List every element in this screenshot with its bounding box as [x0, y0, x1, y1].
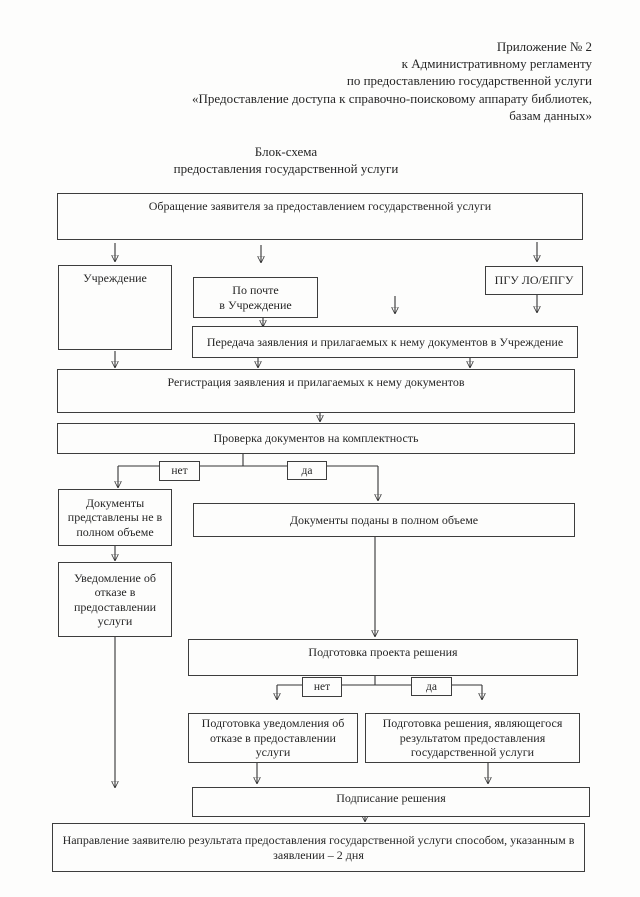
flow-node-refusal-notice: Уведомление об отказе в предоставлении у…: [58, 562, 172, 637]
flow-node-completeness-check: Проверка документов на комплектность: [57, 423, 575, 454]
diagram-title: Блок-схема предоставления государственно…: [30, 143, 542, 177]
diagram-title-line: предоставления государственной услуги: [173, 161, 399, 177]
flow-node-by-mail: По почте в Учреждение: [193, 277, 318, 318]
appendix-header-line: к Административному регламенту: [401, 56, 592, 72]
flow-node-transfer: Передача заявления и прилагаемых к нему …: [192, 326, 578, 358]
flow-node-institution: Учреждение: [58, 265, 172, 350]
appendix-header-line: «Предоставление доступа к справочно-поис…: [191, 90, 592, 106]
branch-label-no-1: нет: [159, 461, 200, 481]
flow-node-docs-complete: Документы поданы в полном объеме: [193, 503, 575, 537]
branch-label-yes-2: да: [411, 677, 452, 696]
branch-label-no-2: нет: [302, 677, 342, 697]
flow-node-send-result: Направление заявителю результата предост…: [52, 823, 585, 872]
appendix-header-line: Приложение № 2: [496, 39, 592, 54]
flow-node-registration: Регистрация заявления и прилагаемых к не…: [57, 369, 575, 413]
branch-label-yes-1: да: [287, 461, 327, 480]
appendix-header-line: базам данных»: [509, 107, 592, 123]
diagram-title-line: Блок-схема: [254, 144, 318, 159]
flow-node-docs-incomplete: Документы представлены не в полном объем…: [58, 489, 172, 546]
flow-node-draft-decision: Подготовка проекта решения: [188, 639, 578, 676]
flow-node-sign-decision: Подписание решения: [192, 787, 590, 817]
flow-node-prepare-decision: Подготовка решения, являющегося результа…: [365, 713, 580, 763]
flow-node-prepare-refusal-notice: Подготовка уведомления об отказе в предо…: [188, 713, 358, 763]
flow-node-pgu: ПГУ ЛО/ЕПГУ: [485, 266, 583, 295]
appendix-header: Приложение № 2 к Административному регла…: [30, 38, 592, 124]
appendix-header-line: по предоставлению государственной услуги: [346, 73, 592, 89]
flow-node-request: Обращение заявителя за предоставлением г…: [57, 193, 583, 240]
